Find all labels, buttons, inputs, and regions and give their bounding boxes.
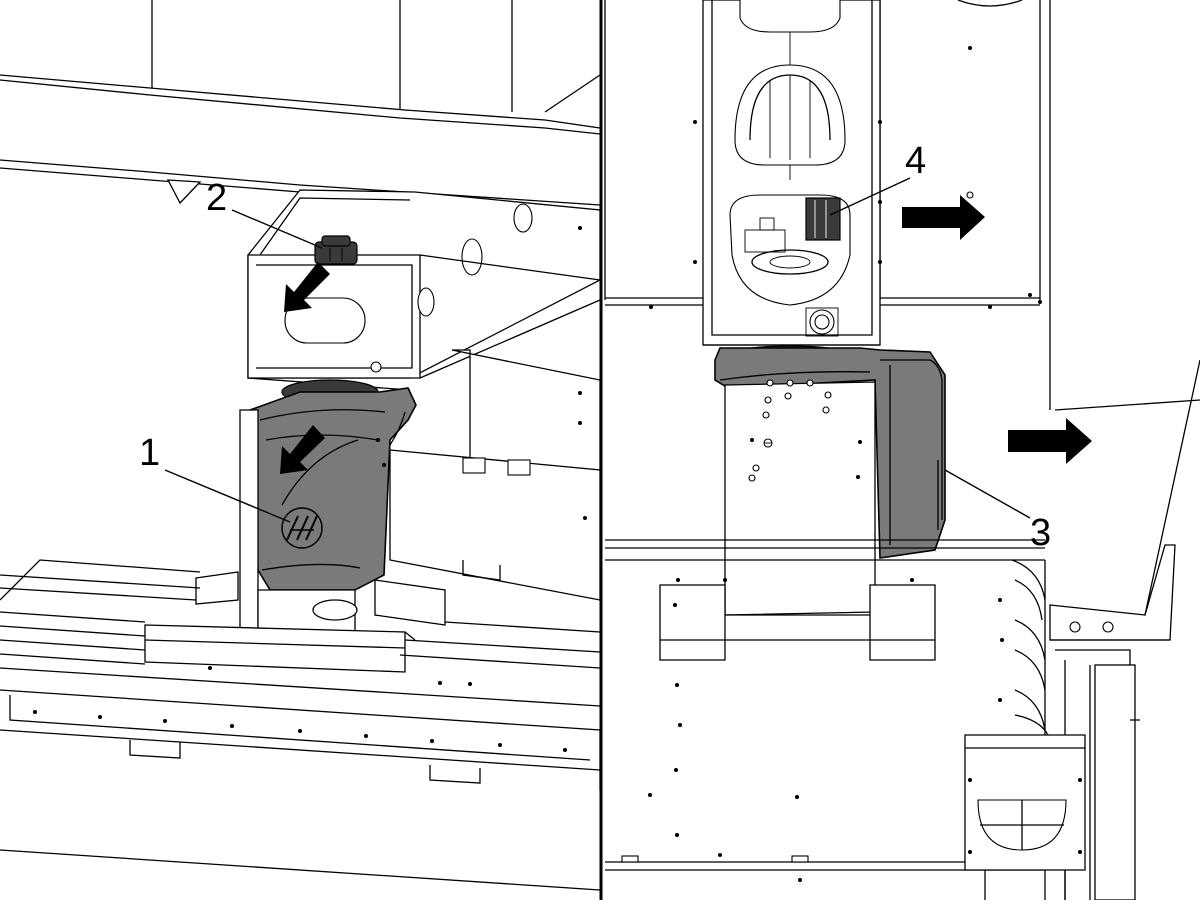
chip-enclosure: [964, 359, 1200, 901]
callout-1: 1: [139, 432, 291, 523]
arrow-icon: [284, 262, 330, 312]
motor-4: [744, 197, 841, 275]
callout-3: 3: [944, 469, 1051, 554]
side-panel: [389, 449, 601, 601]
callout-label-3: 3: [1030, 512, 1051, 554]
fixture-support: [144, 409, 446, 673]
rotary-head-cover-1: [249, 379, 417, 591]
vertical-column: [693, 0, 882, 346]
callout-4: 4: [829, 140, 926, 216]
arrow-icon: [902, 195, 985, 240]
enclosure-top: [0, 0, 601, 213]
callout-label-1: 1: [139, 432, 160, 474]
motor-2: [314, 235, 358, 265]
arrow-icon: [280, 425, 325, 474]
haas-logo-icon: [281, 507, 323, 549]
table-right: [605, 539, 1046, 900]
callout-label-4: 4: [905, 140, 926, 182]
left-panel: [0, 0, 601, 891]
right-panel: [604, 0, 1200, 901]
arrow-icon: [1008, 418, 1092, 464]
callout-2: 2: [206, 177, 323, 249]
mounting-plate: [724, 379, 876, 616]
callout-label-2: 2: [206, 177, 227, 219]
